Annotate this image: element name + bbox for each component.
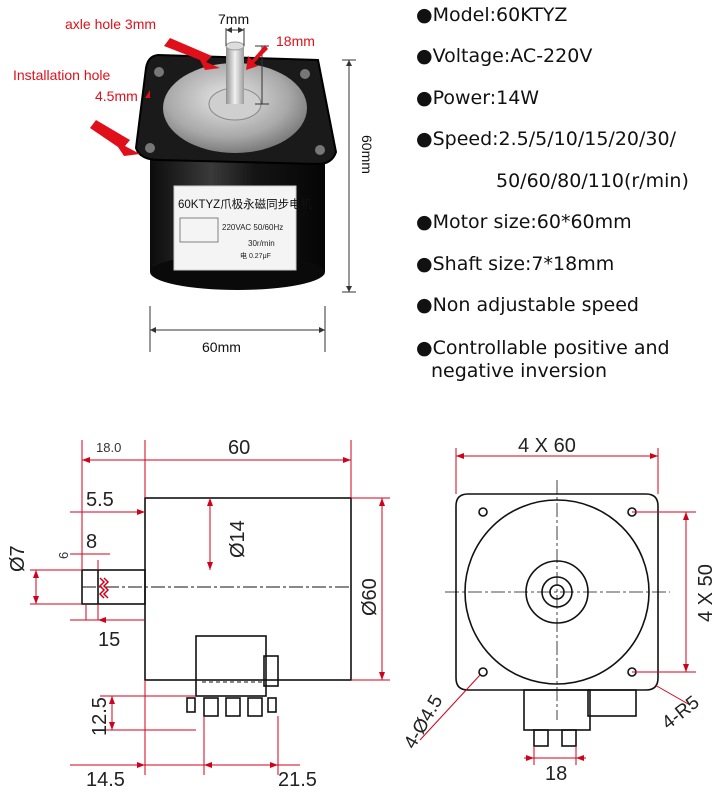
- spec-shaft-size: ●Shaft size:7*18mm: [416, 253, 615, 275]
- dim-8: 8: [86, 531, 97, 553]
- sticker-title: 60KTYZ爪极永磁同步电机: [178, 197, 313, 211]
- label-sticker: [173, 185, 297, 271]
- shaft: [226, 46, 244, 104]
- dim-radius: 4-R5: [658, 692, 703, 734]
- sticker-schematic: [179, 217, 219, 243]
- spec-motor-size: ●Motor size:60*60mm: [416, 211, 632, 233]
- side-view-dimension-lines: [30, 440, 390, 775]
- spec-speed-adjust: ●Non adjustable speed: [416, 294, 639, 316]
- dim-5-5: 5.5: [86, 489, 114, 511]
- mount-hole: [300, 69, 310, 79]
- front-view-dimension-lines: [419, 448, 696, 765]
- spec-voltage: ●Voltage:AC-220V: [416, 45, 593, 67]
- dim-21-5: 21.5: [278, 769, 317, 788]
- callout-install-hole-1: Installation hole: [13, 67, 111, 83]
- spec-inversion: ●Controllable positive and: [416, 337, 670, 359]
- callout-shaft-diameter: 7mm: [218, 11, 249, 27]
- sticker-line1: 220VAC 50/60Hz: [222, 223, 283, 232]
- spec-speed: ●Speed:2.5/5/10/15/20/30/: [416, 128, 676, 150]
- dim-hole-spacing: 4 X 50: [695, 564, 717, 622]
- dim-14-5: 14.5: [86, 769, 125, 788]
- dim-12-5: 12.5: [89, 697, 111, 736]
- mount-hole: [154, 67, 164, 77]
- sticker-line2: 30r/min: [248, 239, 275, 248]
- sticker-line3: 电 0.27μF: [240, 251, 271, 260]
- spec-inversion-cont: negative inversion: [431, 360, 608, 382]
- motor-photo: 60KTYZ爪极永磁同步电机 220VAC 50/60Hz 30r/min 电 …: [0, 0, 400, 380]
- red-arrows: [90, 38, 268, 156]
- side-view-thread: [98, 577, 110, 599]
- spec-model: ●Model:60KTYZ: [416, 4, 568, 26]
- dim-phi7: Ø7: [7, 545, 29, 572]
- dim-shaft-len: 18.0: [96, 440, 121, 455]
- dim-terminal: 18: [545, 763, 567, 785]
- dim-body-len: 60: [228, 437, 250, 459]
- dim-15: 15: [98, 629, 120, 651]
- callout-axle-hole: axle hole 3mm: [65, 16, 156, 32]
- dim-6: 6: [56, 552, 71, 559]
- callout-width: 60mm: [202, 339, 241, 355]
- mount-hole: [145, 143, 155, 153]
- callout-height: 60mm: [359, 135, 375, 174]
- side-view-outline: [81, 497, 352, 717]
- callout-install-hole-2: 4.5mm: [95, 88, 138, 104]
- side-view-drawing: 18.0 60 5.5 Ø7 6 8 Ø14 Ø60 15 12.5 14.5 …: [0, 420, 400, 791]
- motor-photo-illustration: 60KTYZ爪极永磁同步电机 220VAC 50/60Hz 30r/min 电 …: [13, 11, 375, 355]
- dim-phi14: Ø14: [227, 520, 249, 558]
- mount-hole: [315, 145, 325, 155]
- dim-width: 4 X 60: [518, 435, 576, 457]
- callout-shaft-length: 18mm: [276, 33, 315, 49]
- spec-power: ●Power:14W: [416, 87, 540, 109]
- front-view-drawing: 4 X 60 4 X 50 4-Ø4.5 4-R5 18: [400, 420, 726, 788]
- dim-holes: 4-Ø4.5: [400, 692, 447, 753]
- spec-speed-cont: 50/60/80/110(r/min): [496, 170, 689, 192]
- dim-phi60: Ø60: [359, 578, 381, 616]
